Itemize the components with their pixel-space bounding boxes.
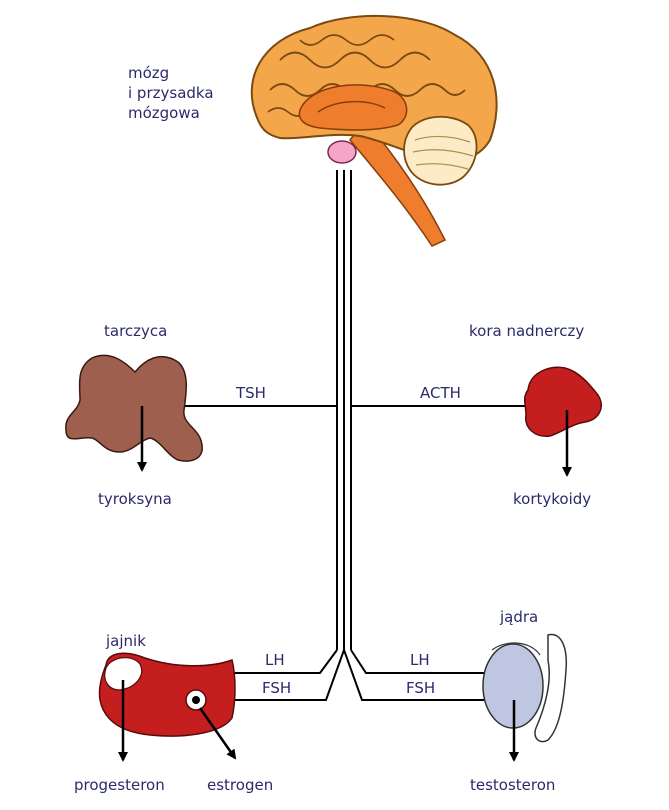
brain-illustration	[250, 14, 498, 247]
progesterone-label: progesteron	[74, 776, 165, 794]
tsh-label: TSH	[236, 384, 266, 402]
estrogen-label: estrogen	[207, 776, 274, 794]
pituitary	[327, 140, 357, 164]
adrenal-illustration	[523, 366, 602, 437]
corticoids-label: kortykoidy	[513, 490, 592, 508]
hormone-trunk	[138, 170, 557, 705]
testes-label: jądra	[500, 608, 539, 626]
adrenal-label: kora nadnerczy	[469, 322, 585, 340]
thyroid-label: tarczyca	[104, 322, 168, 340]
fsh-right-label: FSH	[406, 679, 436, 697]
brain-label-line2: i przysadka	[128, 84, 214, 102]
lh-right-label: LH	[410, 651, 430, 669]
brain-label-line3: mózgowa	[128, 104, 200, 122]
lh-left-label: LH	[265, 651, 285, 669]
output-arrows	[118, 406, 572, 762]
thyroid-illustration	[65, 354, 203, 462]
testis-illustration	[482, 633, 568, 743]
ovary-illustration	[98, 652, 236, 737]
acth-label: ACTH	[420, 384, 461, 402]
fsh-left-label: FSH	[262, 679, 292, 697]
ovary-label: jajnik	[106, 632, 146, 650]
brain-label-line1: mózg	[128, 64, 170, 82]
testosterone-label: testosteron	[470, 776, 556, 794]
thyroxine-label: tyroksyna	[98, 490, 172, 508]
